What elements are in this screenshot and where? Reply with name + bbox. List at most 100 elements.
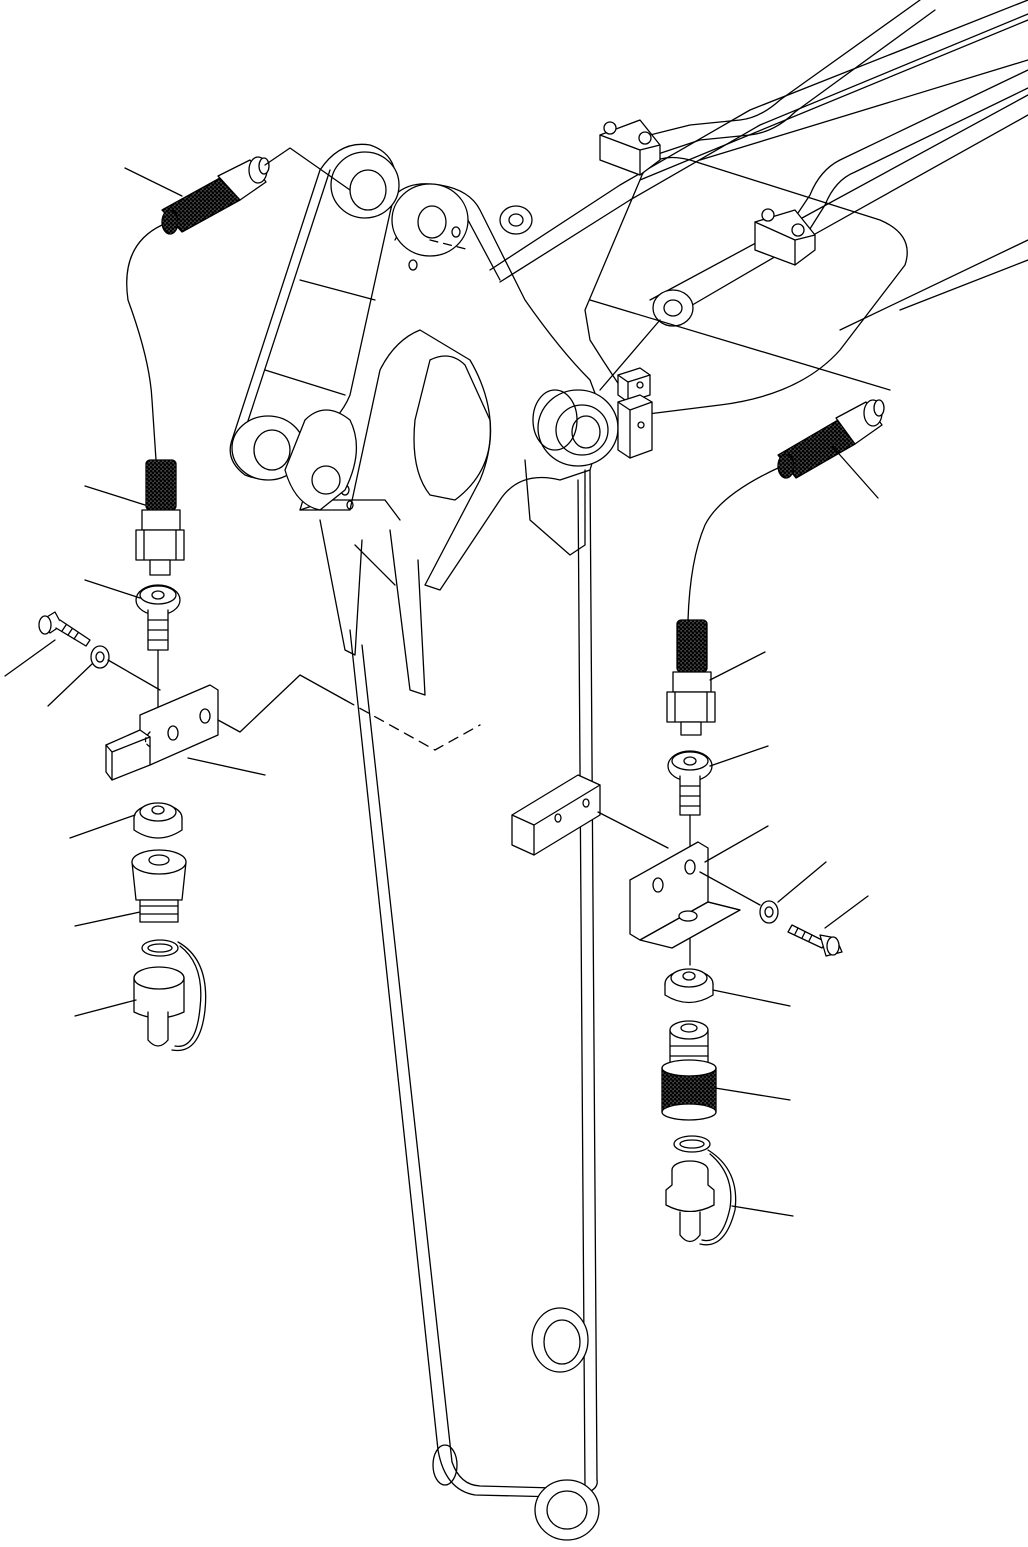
left-top-leader	[124, 167, 183, 197]
right-sensor-body	[666, 619, 716, 736]
right-quick-coupler	[661, 1020, 717, 1121]
top-pin-boss-a	[391, 183, 469, 257]
block-bracket-lower	[617, 394, 653, 459]
stick-bottom-left-boss	[432, 1444, 458, 1486]
link-arm-bottom-hole	[253, 429, 291, 471]
left-washer-leader	[47, 663, 93, 707]
boom-top-edge-2	[699, 59, 1028, 161]
stick-bottom	[437, 1449, 598, 1498]
right-top-connector	[777, 399, 885, 479]
boom-top-edge	[639, 19, 1028, 181]
top-pin-hole-a	[417, 205, 447, 239]
stick-web-right	[389, 529, 426, 696]
link-arm-top-boss	[330, 151, 400, 219]
stick-mid-boss	[531, 1307, 589, 1373]
stick-mid-hole	[543, 1319, 581, 1365]
stick-side-plate	[524, 459, 586, 556]
boom-and-pipes	[489, 0, 1028, 459]
pipe-b-bend-upper	[789, 69, 1028, 226]
left-lock-nut-leader	[69, 814, 136, 839]
left-dust-cap-leader	[74, 999, 137, 1017]
link-arm-second-hole	[311, 465, 341, 495]
boom-lower-edge	[839, 239, 1028, 331]
arm-stick	[296, 183, 619, 1541]
stick-left-edge-inner	[361, 644, 453, 1463]
link-arm-band-bottom	[264, 369, 346, 396]
stick-right-edge	[589, 469, 598, 1481]
lower-pin-boss	[534, 1479, 600, 1541]
stick-web-mid2	[354, 544, 396, 586]
left-dust-cap	[133, 941, 207, 1052]
pipe-clamp-b	[754, 208, 816, 266]
right-bracket-washer-line	[699, 871, 761, 906]
left-bracket-tieline	[217, 674, 346, 733]
boom-link-line-b	[599, 319, 661, 391]
right-sensor-assembly	[597, 399, 885, 1246]
pipe-a-lower	[499, 13, 1028, 283]
left-o-ring	[141, 939, 179, 957]
right-washer-leader	[777, 861, 827, 903]
right-adapter-nut	[667, 750, 713, 816]
right-dust-cap	[665, 1149, 737, 1246]
stick-head-slot	[413, 355, 492, 501]
pipe-a-end-hole	[508, 213, 524, 227]
left-coupler	[131, 849, 187, 923]
block-bracket-upper	[617, 367, 651, 403]
left-sensor-leader	[84, 485, 146, 506]
right-bolt	[787, 924, 843, 957]
left-sensor-body	[135, 459, 185, 576]
left-bracket-dash	[344, 699, 481, 751]
boom-link-line-a	[589, 299, 891, 391]
right-bracket	[629, 841, 741, 949]
stick-right-edge-inner	[577, 479, 586, 1489]
left-lock-nut	[133, 802, 183, 839]
left-washer	[90, 645, 110, 669]
stick-bottom-inner	[451, 1461, 556, 1489]
left-bracket-leader	[187, 757, 266, 776]
lower-pin-hole	[546, 1490, 588, 1530]
stick-head-outline	[299, 183, 606, 591]
right-cable	[687, 467, 779, 621]
left-adapter-nut	[135, 584, 181, 651]
pipe-b-end-hole	[663, 299, 683, 317]
pipe-a-bend-lower	[639, 9, 936, 161]
right-bracket-tieline	[597, 811, 669, 849]
left-top-connector	[161, 156, 270, 235]
stick-web-left	[319, 519, 363, 656]
right-bolt-leader	[824, 895, 869, 929]
left-bolt-leader	[4, 639, 56, 677]
right-washer	[759, 900, 779, 924]
stick-left-edge	[349, 629, 439, 1451]
right-bracket-leader	[704, 825, 769, 863]
stick-rivet-a	[451, 226, 461, 238]
boom-lower-edge-2	[899, 259, 1028, 311]
link-arm-plate	[244, 169, 331, 431]
right-head-pin-rear	[532, 389, 578, 451]
left-washer-line	[107, 659, 161, 691]
right-nut-leader	[709, 745, 769, 767]
left-bracket	[105, 684, 219, 781]
left-cable	[126, 224, 163, 461]
right-o-ring	[673, 1135, 711, 1153]
left-coupler-leader	[74, 911, 141, 927]
left-nut-leader	[84, 579, 141, 599]
right-quick-coupler-leader	[714, 1087, 791, 1101]
link-arm-band-top	[299, 279, 376, 301]
left-top-dash-2	[429, 239, 471, 251]
right-lock-nut-leader	[712, 989, 791, 1007]
pipe-a-bend-upper	[629, 0, 921, 141]
pipe-b-bend-lower	[807, 87, 1028, 233]
pipe-b-end-fitting	[652, 289, 694, 327]
stick-rivet-d	[346, 500, 354, 510]
right-sensor-leader	[709, 651, 766, 681]
right-lock-nut	[664, 968, 714, 1004]
stick-mounting-block	[511, 774, 601, 856]
right-top-leader	[831, 445, 879, 499]
left-top-dash	[264, 147, 351, 191]
pipe-a-upper	[489, 0, 1028, 271]
left-sensor-assembly	[4, 147, 481, 1052]
link-arm	[229, 143, 400, 511]
pipe-a-end-fitting	[499, 205, 533, 235]
